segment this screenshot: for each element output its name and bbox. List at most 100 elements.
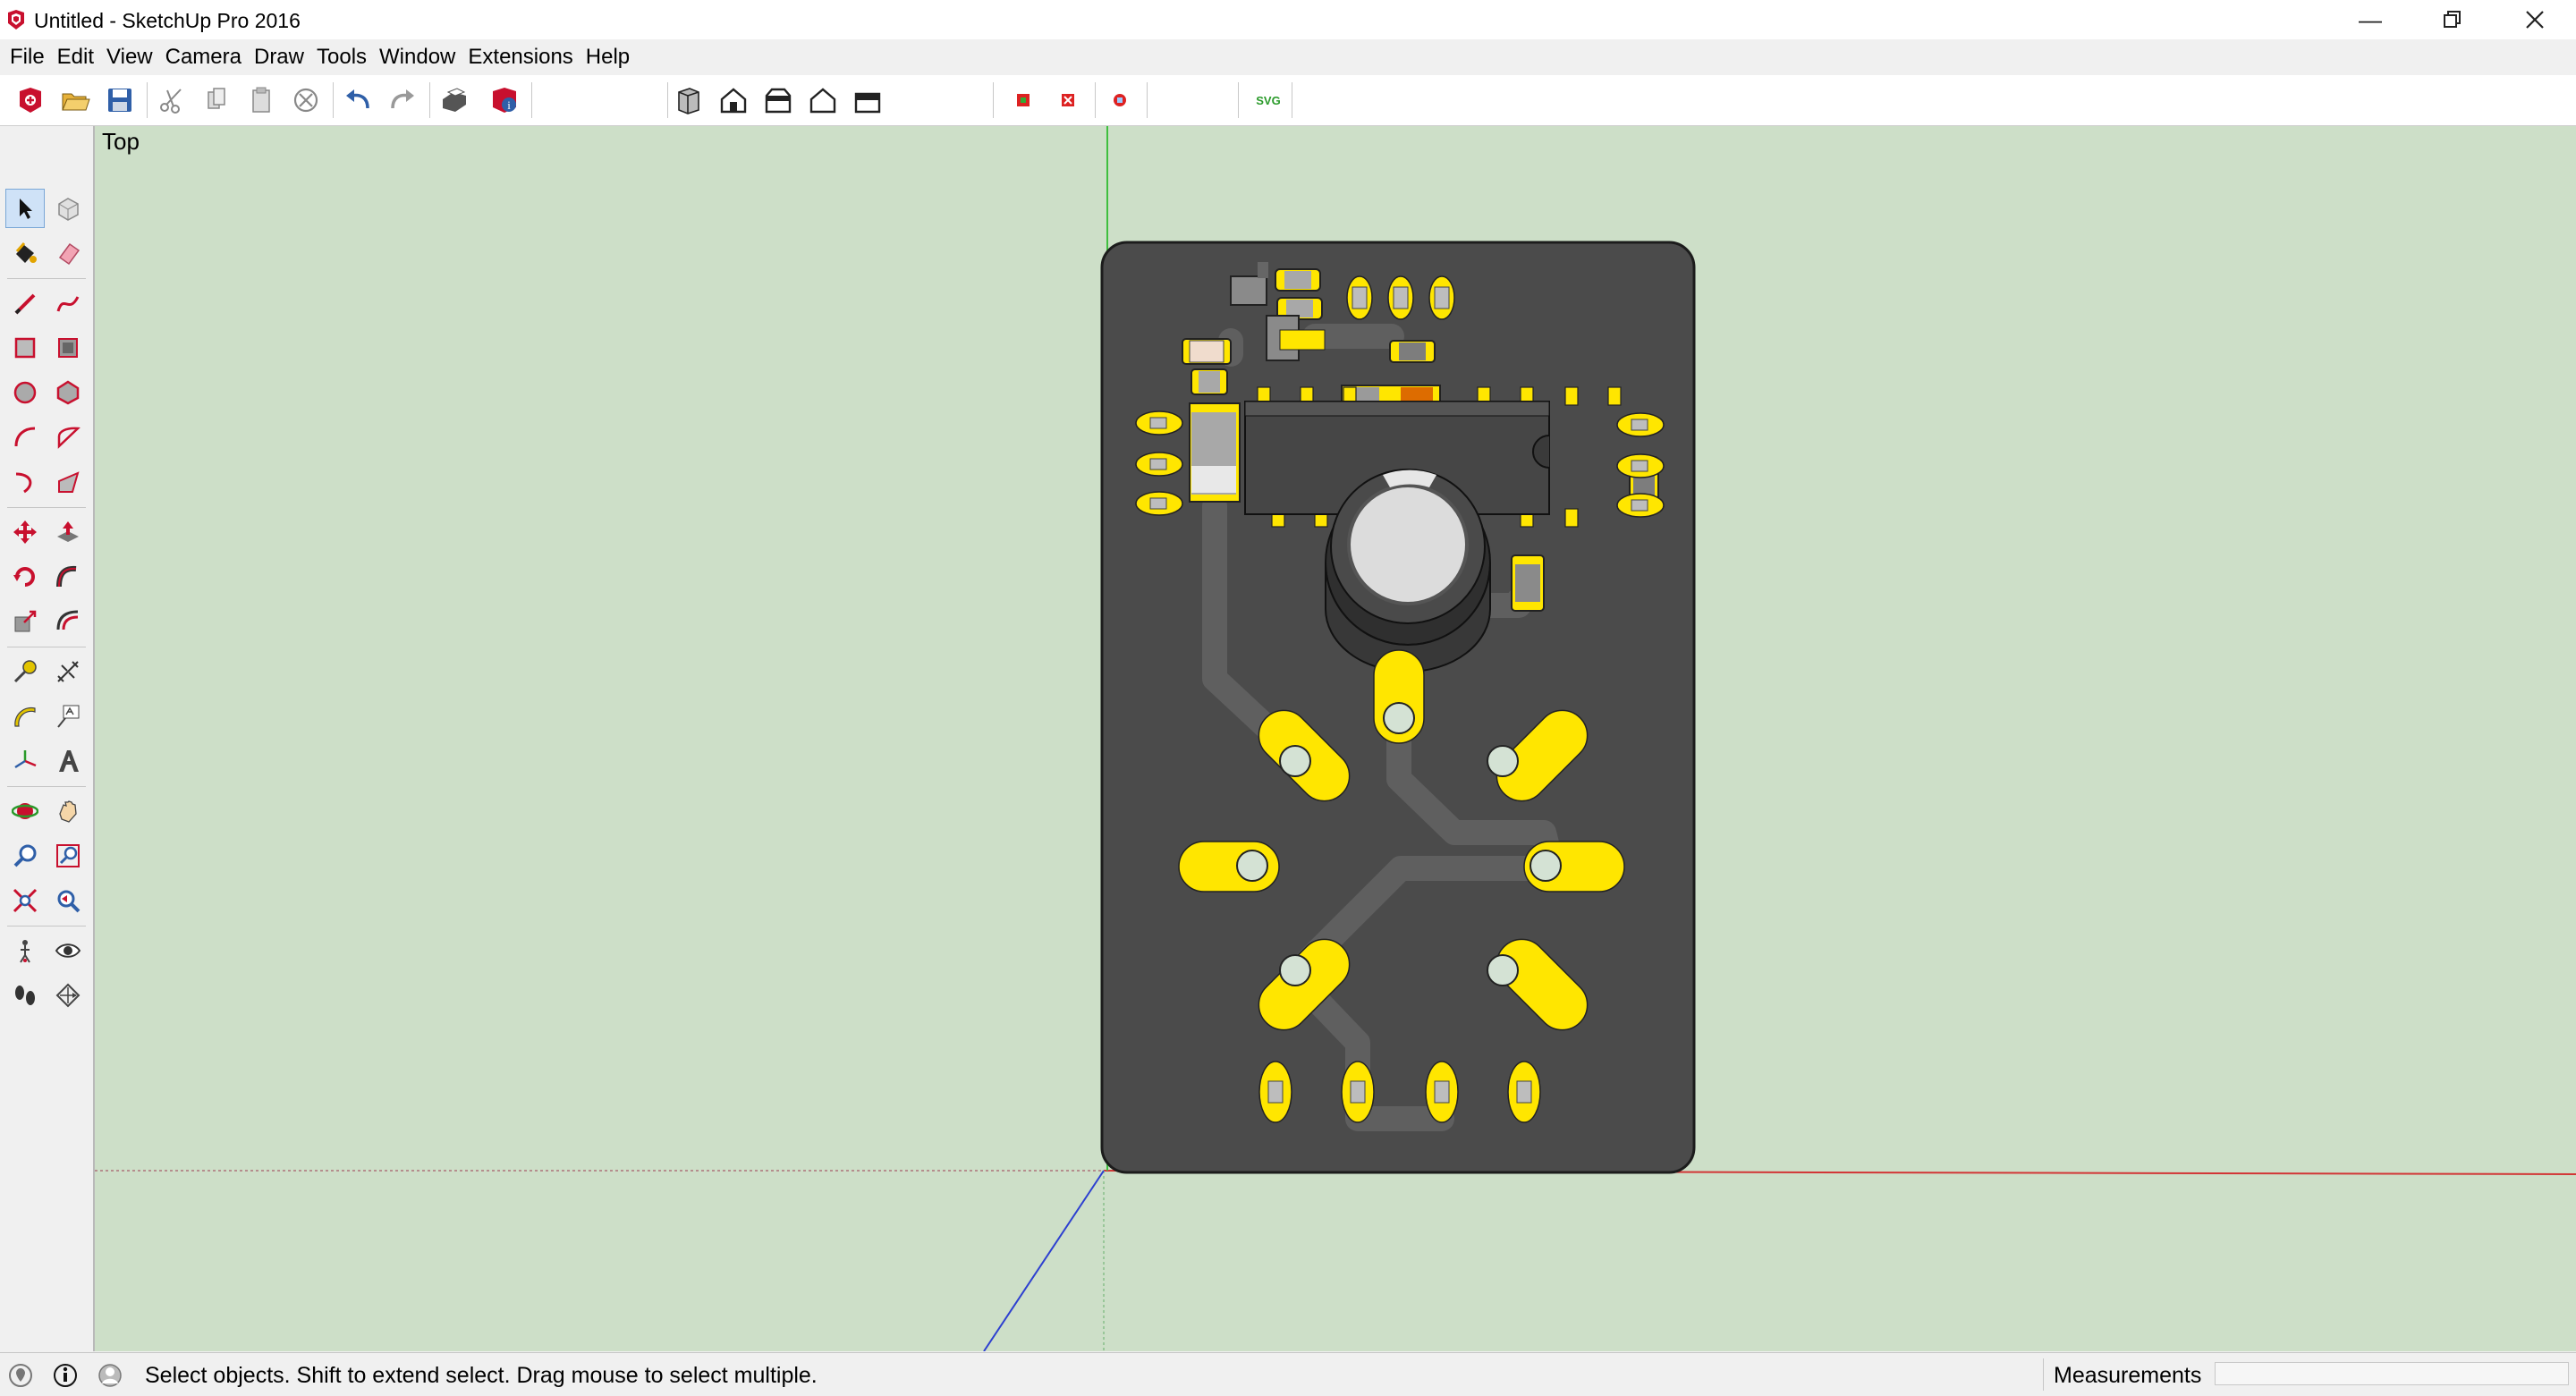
rotate-tool[interactable]	[5, 557, 45, 596]
plugin-c-button[interactable]	[1102, 82, 1138, 118]
two-point-arc-tool[interactable]	[5, 462, 45, 502]
protractor-tool[interactable]	[5, 697, 45, 736]
push-pull-tool[interactable]	[48, 512, 88, 552]
close-button[interactable]	[2494, 0, 2576, 39]
tape-measure-tool[interactable]	[5, 652, 45, 691]
component-tool-icon	[58, 198, 79, 221]
print-button[interactable]	[436, 82, 472, 118]
look-around-tool[interactable]	[48, 931, 88, 970]
print-icon	[443, 88, 466, 112]
plugin-c-icon	[1114, 94, 1126, 106]
top-view-icon	[720, 88, 747, 114]
geo-location-icon[interactable]	[7, 1362, 34, 1389]
right-view-button[interactable]	[805, 82, 841, 118]
position-camera-tool[interactable]	[5, 931, 45, 970]
menu-tools[interactable]: Tools	[317, 45, 368, 69]
model-info-button[interactable]: i	[487, 82, 522, 118]
user-account-icon[interactable]	[97, 1362, 123, 1389]
toolbar-separator	[147, 82, 148, 118]
status-message: Select objects. Shift to extend select. …	[145, 1363, 818, 1388]
menu-extensions[interactable]: Extensions	[468, 45, 573, 69]
select-tool[interactable]	[5, 189, 45, 228]
menu-help[interactable]: Help	[585, 45, 631, 69]
menu-file[interactable]: File	[10, 45, 45, 69]
menu-edit[interactable]: Edit	[56, 45, 95, 69]
front-view-button[interactable]	[760, 82, 796, 118]
orbit-tool[interactable]	[5, 791, 45, 831]
measurements-input[interactable]	[2215, 1362, 2569, 1385]
menu-view[interactable]: View	[106, 45, 153, 69]
new-model-icon	[20, 88, 41, 113]
paint-bucket-tool[interactable]	[5, 233, 45, 273]
line-tool-icon	[14, 293, 36, 315]
offset-tool[interactable]	[48, 602, 88, 641]
undo-button[interactable]	[340, 82, 376, 118]
eraser-icon	[58, 242, 80, 266]
main-toolbar: i SVG	[0, 75, 2576, 126]
menu-draw[interactable]: Draw	[253, 45, 304, 69]
minimize-button[interactable]: —	[2329, 0, 2411, 39]
status-divider	[2043, 1358, 2044, 1391]
erase-selection-button[interactable]	[288, 82, 324, 118]
svg-export-button[interactable]: SVG	[1250, 82, 1286, 118]
open-button[interactable]	[57, 82, 93, 118]
rotated-rectangle-tool[interactable]	[48, 328, 88, 368]
freehand-tool[interactable]	[48, 283, 88, 323]
credits-icon[interactable]	[52, 1362, 79, 1389]
dimension-tool-icon	[57, 661, 79, 682]
redo-button[interactable]	[385, 82, 420, 118]
eraser-tool[interactable]	[48, 233, 88, 273]
plugin-b-button[interactable]	[1050, 82, 1086, 118]
toolbar-separator	[429, 82, 430, 118]
position-camera-icon	[20, 940, 30, 963]
rotated-rectangle-icon	[58, 338, 78, 358]
3d-text-tool[interactable]	[48, 741, 88, 781]
paste-button[interactable]	[243, 82, 279, 118]
cut-button[interactable]	[154, 82, 190, 118]
zoom-extents-tool[interactable]	[5, 881, 45, 920]
zoom-window-tool[interactable]	[48, 836, 88, 876]
save-icon	[108, 89, 131, 112]
plugin-b-icon	[1062, 94, 1074, 106]
plugin-a-button[interactable]	[1005, 82, 1041, 118]
section-plane-tool[interactable]	[48, 976, 88, 1015]
move-tool[interactable]	[5, 512, 45, 552]
two-point-arc-icon	[15, 472, 32, 494]
text-tool[interactable]	[48, 697, 88, 736]
line-tool[interactable]	[5, 283, 45, 323]
polygon-tool[interactable]	[48, 373, 88, 412]
zoom-extents-icon	[13, 888, 38, 913]
three-point-arc-tool[interactable]	[48, 462, 88, 502]
top-view-button[interactable]	[716, 82, 751, 118]
back-view-button[interactable]	[850, 82, 886, 118]
arc-tool[interactable]	[5, 418, 45, 457]
follow-me-tool[interactable]	[48, 557, 88, 596]
circle-tool[interactable]	[5, 373, 45, 412]
title-bar: Untitled - SketchUp Pro 2016 —	[0, 0, 2576, 39]
restore-button[interactable]	[2411, 0, 2494, 39]
capacitor	[1325, 469, 1491, 673]
iso-view-button[interactable]	[671, 82, 707, 118]
pie-tool[interactable]	[48, 418, 88, 457]
model-viewport[interactable]: Top	[95, 126, 2576, 1351]
save-button[interactable]	[102, 82, 138, 118]
axes-tool[interactable]	[5, 741, 45, 781]
previous-view-tool[interactable]	[48, 881, 88, 920]
zoom-tool[interactable]	[5, 836, 45, 876]
toolbar-separator	[333, 82, 334, 118]
scale-tool[interactable]	[5, 602, 45, 641]
walk-tool[interactable]	[5, 976, 45, 1015]
menu-camera[interactable]: Camera	[165, 45, 242, 69]
follow-me-icon	[56, 565, 77, 588]
new-model-button[interactable]	[13, 82, 48, 118]
dimension-tool[interactable]	[48, 652, 88, 691]
toolbar-separator	[1095, 82, 1096, 118]
copy-button[interactable]	[199, 82, 234, 118]
pan-tool[interactable]	[48, 791, 88, 831]
restore-icon	[2444, 11, 2461, 28]
rectangle-tool[interactable]	[5, 328, 45, 368]
menu-window[interactable]: Window	[379, 45, 456, 69]
copy-icon	[208, 88, 225, 109]
smd-pads	[1135, 275, 1665, 1123]
component-tool[interactable]	[48, 189, 88, 228]
